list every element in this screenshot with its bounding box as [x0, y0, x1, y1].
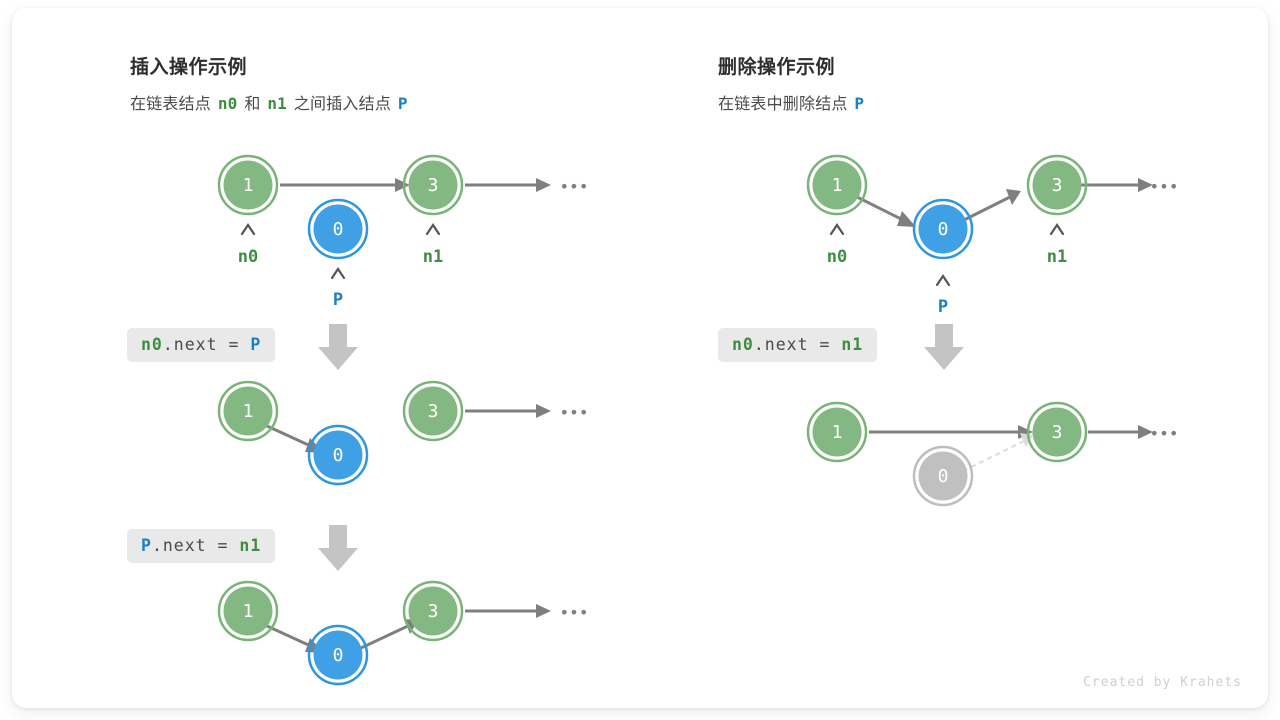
edge-n1-to-tail [1088, 425, 1153, 439]
node-n1: 3 [1026, 401, 1088, 463]
node-n1: 3 [402, 154, 464, 216]
ellipsis-label: ••• [560, 177, 589, 196]
code-rich-left-1: P.next = n1 [141, 536, 261, 555]
code-label-step1-left: n0.next = P [127, 328, 276, 362]
diagram-card: 插入操作示例 在链表结点 n0 和 n1 之间插入结点 P [12, 8, 1268, 708]
delete-panel-subtitle: 在链表中删除结点 P [718, 90, 871, 114]
svg-text:1: 1 [243, 601, 254, 622]
svg-text:1: 1 [832, 175, 843, 196]
ellipsis-label: ••• [560, 603, 589, 622]
subtitle-token-0: 在链表结点 [130, 96, 212, 113]
edge-n1-to-tail [465, 604, 551, 618]
subtitle-rich-right: 在链表中删除结点 P [718, 94, 871, 113]
svg-text:3: 3 [428, 175, 439, 196]
pointer-caret-p [935, 274, 951, 287]
svg-text:0: 0 [333, 219, 344, 240]
node-n1: 3 [1026, 154, 1088, 216]
subtitle-token-5: P [397, 94, 408, 113]
code-token-1: .next = [151, 536, 240, 555]
insert-panel-title: 插入操作示例 [130, 57, 248, 78]
pointer-label-n1: n1 [1047, 247, 1067, 267]
svg-text:0: 0 [333, 645, 344, 666]
node-p-deleted: 0 [912, 445, 974, 507]
insert-panel-subtitle: 在链表结点 n0 和 n1 之间插入结点 P [130, 90, 414, 114]
svg-text:0: 0 [333, 445, 344, 466]
subtitle-token-1: P [854, 94, 865, 113]
code-token-1: .next = [753, 335, 842, 354]
node-n0: 1 [217, 154, 279, 216]
node-p: 0 [307, 624, 369, 686]
pointer-label-p: P [938, 297, 948, 317]
subtitle-rich-left: 在链表结点 n0 和 n1 之间插入结点 P [130, 94, 414, 113]
subtitle-token-3: n1 [267, 94, 287, 113]
insert-operation-panel: 插入操作示例 在链表结点 n0 和 n1 之间插入结点 P [12, 8, 640, 708]
subtitle-token-0: 在链表中删除结点 [718, 96, 848, 113]
subtitle-token-4: 之间插入结点 [293, 96, 392, 113]
ellipsis-label: ••• [1150, 177, 1179, 196]
svg-text:1: 1 [243, 401, 254, 422]
edge-removed-p-to-n1 [962, 433, 1033, 472]
node-p: 0 [912, 198, 974, 260]
node-n1: 3 [402, 380, 464, 442]
edge-n1-to-tail [465, 404, 551, 418]
node-n1: 3 [402, 580, 464, 642]
node-n0: 1 [217, 580, 279, 642]
subtitle-token-2: 和 [244, 96, 261, 113]
pointer-caret-p [330, 267, 346, 280]
subtitle-token-1: n0 [217, 94, 238, 113]
pointer-label-n0: n0 [827, 247, 847, 267]
svg-text:1: 1 [832, 422, 843, 443]
svg-text:0: 0 [938, 466, 949, 487]
code-token-2: P [250, 335, 262, 354]
code-token-2: n1 [239, 536, 262, 555]
node-n0: 1 [217, 380, 279, 442]
pointer-label-p: P [333, 290, 343, 310]
code-rich-right-0: n0.next = n1 [732, 335, 863, 354]
code-label-step2-left: P.next = n1 [127, 529, 276, 563]
ellipsis-label: ••• [560, 403, 589, 422]
delete-operation-panel: 删除操作示例 在链表中删除结点 P [600, 8, 1268, 708]
pointer-label-n0: n0 [238, 247, 258, 267]
svg-text:1: 1 [243, 175, 254, 196]
edge-n1-to-tail [465, 178, 551, 192]
pointer-caret-n1 [425, 223, 441, 236]
edge-n0-to-p [856, 195, 916, 227]
node-p: 0 [307, 424, 369, 486]
pointer-caret-n1 [1049, 223, 1065, 236]
credit-label: Created by Krahets [1083, 675, 1242, 690]
code-token-0: n0 [141, 335, 163, 354]
code-token-1: .next = [162, 335, 251, 354]
code-rich-left-0: n0.next = P [141, 335, 261, 354]
svg-text:0: 0 [938, 219, 949, 240]
pointer-caret-n0 [240, 223, 256, 236]
node-p: 0 [307, 198, 369, 260]
edge-n0-to-n1 [869, 425, 1033, 439]
ellipsis-label: ••• [1150, 424, 1179, 443]
code-token-0: P [141, 536, 152, 555]
node-n0: 1 [806, 154, 868, 216]
code-token-0: n0 [732, 335, 754, 354]
node-n0: 1 [806, 401, 868, 463]
edge-n0-to-n1 [280, 178, 410, 192]
code-label-step1-right: n0.next = n1 [718, 328, 878, 362]
pointer-caret-n0 [829, 223, 845, 236]
delete-panel-title: 删除操作示例 [718, 57, 836, 78]
svg-text:3: 3 [428, 401, 439, 422]
code-token-2: n1 [841, 335, 864, 354]
svg-text:3: 3 [1052, 175, 1063, 196]
edge-p-to-n1 [360, 619, 418, 650]
svg-text:3: 3 [1052, 422, 1063, 443]
svg-text:3: 3 [428, 601, 439, 622]
pointer-label-n1: n1 [423, 247, 443, 267]
